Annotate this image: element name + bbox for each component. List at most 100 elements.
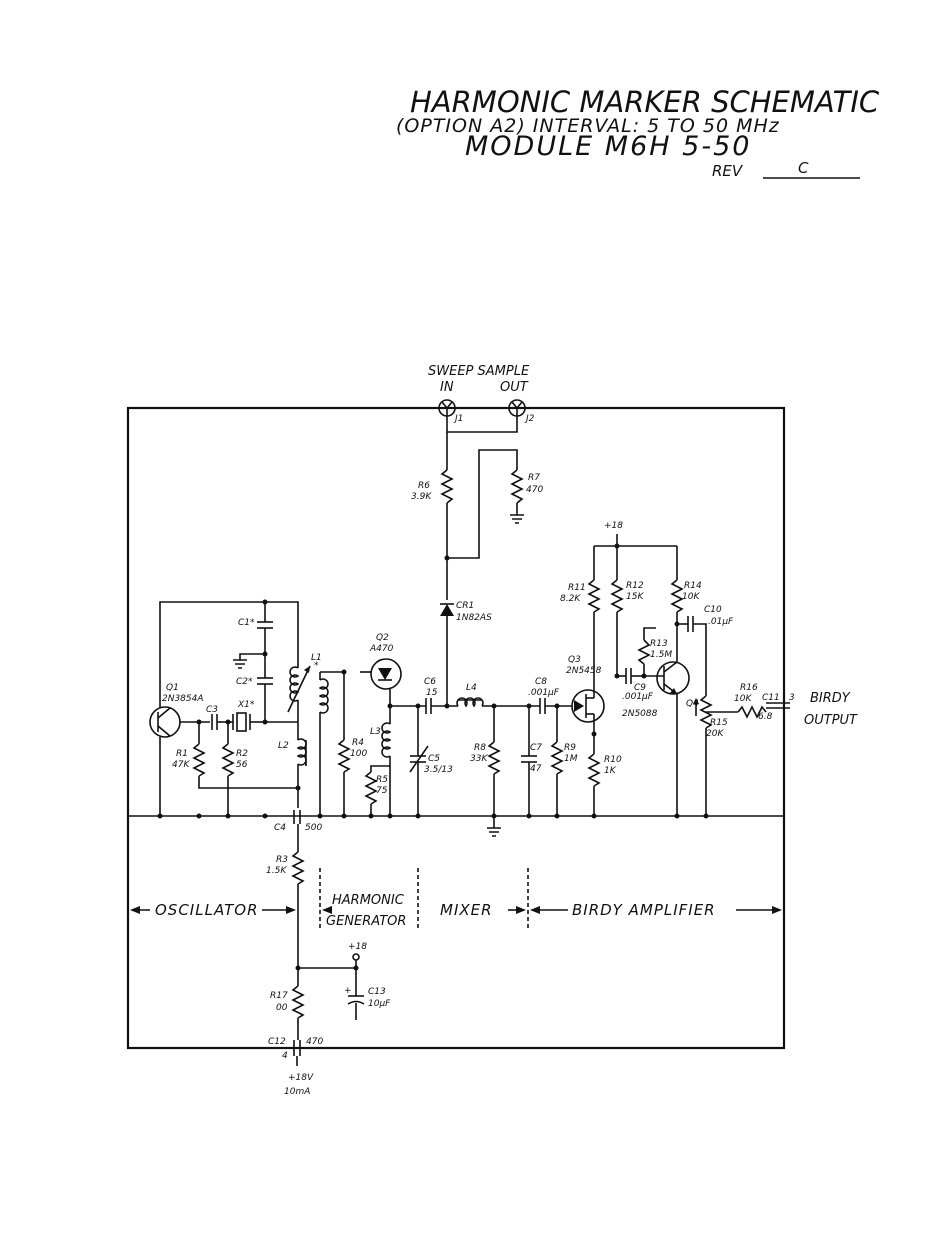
svg-text:Q3: Q3 <box>568 655 581 665</box>
rev-label: REV <box>712 162 744 180</box>
svg-text:C8: C8 <box>535 677 547 687</box>
svg-text:15: 15 <box>426 688 438 698</box>
svg-text:2N3854A: 2N3854A <box>162 694 204 704</box>
l3-inductor-icon <box>381 722 392 758</box>
svg-text:.001μF: .001μF <box>528 688 560 698</box>
title-line-3: MODULE M6H 5-50 <box>465 131 751 162</box>
section-harmonic-1: HARMONIC <box>332 893 405 908</box>
r14-resistor-icon <box>670 579 684 613</box>
q3-fet-icon <box>571 689 605 723</box>
bus-ground-icon <box>487 827 501 837</box>
mixer-section: C6 15 C5 3.5/13 L4 R8 33K C7 47 <box>390 677 542 816</box>
x1-crystal-icon <box>236 712 247 732</box>
svg-text:R8: R8 <box>474 743 486 753</box>
svg-text:2N5458: 2N5458 <box>566 666 602 676</box>
l1-inductor-icon <box>289 666 300 702</box>
plus18-top-label: +18 <box>604 521 623 531</box>
q4-transistor-icon <box>656 661 690 695</box>
sweep-sample-connectors: SWEEP SAMPLE IN OUT J1 J2 <box>428 364 535 433</box>
svg-text:L2: L2 <box>278 741 289 751</box>
svg-text:CR1: CR1 <box>456 601 474 611</box>
r9-resistor-icon <box>550 741 564 775</box>
ground-icon <box>233 659 247 669</box>
svg-text:56: 56 <box>236 760 248 770</box>
svg-text:R16: R16 <box>740 683 758 693</box>
harmonic-generator-section: R4 100 C4 500 Q2 A470 L3 R5 75 <box>274 633 402 833</box>
svg-text:C7: C7 <box>530 743 542 753</box>
section-mixer: MIXER <box>440 901 493 919</box>
svg-text:C9: C9 <box>634 683 646 693</box>
oscillator-section: C1* C2* Q1 2N3854A C3 X1* R <box>149 599 322 816</box>
sweep-sample-heading: SWEEP SAMPLE <box>428 364 530 379</box>
title-block: HARMONIC MARKER SCHEMATIC (OPTION A2) IN… <box>396 85 880 180</box>
svg-text:47K: 47K <box>172 760 190 770</box>
svg-text:*: * <box>314 661 319 671</box>
svg-text:.001μF: .001μF <box>622 692 654 702</box>
svg-text:47: 47 <box>530 764 542 774</box>
svg-text:L1: L1 <box>311 653 322 663</box>
svg-text:1.5M: 1.5M <box>650 650 672 660</box>
svg-text:C6: C6 <box>424 677 436 687</box>
svg-text:8.2K: 8.2K <box>560 594 581 604</box>
j1-label: J1 <box>453 414 463 424</box>
svg-text:Q1: Q1 <box>166 683 179 693</box>
r4-resistor-icon <box>337 739 351 773</box>
svg-text:C13: C13 <box>368 987 386 997</box>
svg-text:00: 00 <box>276 1003 288 1013</box>
svg-text:C10: C10 <box>704 605 722 615</box>
sweep-in-label: IN <box>440 380 454 395</box>
svg-text:75: 75 <box>376 786 388 796</box>
module-border <box>126 406 786 1050</box>
r10-resistor-icon <box>587 753 601 787</box>
svg-text:C4: C4 <box>274 823 286 833</box>
svg-text:C5: C5 <box>428 754 440 764</box>
svg-text:470: 470 <box>306 1037 323 1047</box>
svg-text:R1: R1 <box>176 749 188 759</box>
birdy-output-label: BIRDY <box>810 691 851 706</box>
svg-text:3.5/13: 3.5/13 <box>424 765 453 775</box>
svg-text:R12: R12 <box>626 581 644 591</box>
svg-text:500: 500 <box>305 823 322 833</box>
power-feed: R3 1.5K +18 + C13 10μF R17 00 C12 470 4 … <box>266 824 391 1097</box>
birdy-amplifier-section: C8 .001μF R9 1M Q3 2N5458 R10 1K +18 R11… <box>528 521 858 816</box>
svg-text:1M: 1M <box>564 754 578 764</box>
cr1-diode-icon <box>440 604 454 616</box>
r2-resistor-icon <box>221 743 235 777</box>
svg-text:C11: C11 <box>762 693 780 703</box>
svg-text:R5: R5 <box>376 775 388 785</box>
ground-icon <box>510 514 524 524</box>
svg-text:L3: L3 <box>370 727 381 737</box>
svg-text:R3: R3 <box>276 855 288 865</box>
svg-text:Q2: Q2 <box>376 633 389 643</box>
svg-text:C1*: C1* <box>238 618 255 628</box>
svg-text:10K: 10K <box>682 592 700 602</box>
r5-resistor-icon <box>364 771 378 805</box>
svg-text:R13: R13 <box>650 639 668 649</box>
pin-4-label: 4 <box>282 1051 288 1061</box>
q2-transistor-icon <box>370 658 402 690</box>
svg-text:C12: C12 <box>268 1037 286 1047</box>
plus18-mid-label: +18 <box>348 942 367 952</box>
svg-text:1K: 1K <box>604 766 617 776</box>
svg-text:X1*: X1* <box>237 700 255 710</box>
birdy-output-label-2: OUTPUT <box>804 713 858 728</box>
svg-text:R9: R9 <box>564 743 576 753</box>
svg-text:R10: R10 <box>604 755 622 765</box>
svg-text:L4: L4 <box>466 683 477 693</box>
r11-resistor-icon <box>587 579 601 613</box>
title-line-2: (OPTION A2) INTERVAL: 5 TO 50 MHz <box>396 115 780 137</box>
r13-resistor-icon <box>637 639 651 665</box>
svg-text:2N5088: 2N5088 <box>622 709 658 719</box>
svg-text:R11: R11 <box>568 583 586 593</box>
svg-text:A470: A470 <box>369 644 394 654</box>
supply-current-label: 10mA <box>284 1087 310 1097</box>
svg-text:R7: R7 <box>528 473 540 483</box>
r8-resistor-icon <box>487 741 501 775</box>
l2-inductor-icon <box>296 738 307 766</box>
svg-text:100: 100 <box>350 749 367 759</box>
rev-value: C <box>798 159 809 177</box>
svg-text:1.5K: 1.5K <box>266 866 287 876</box>
section-birdy-amplifier: BIRDY AMPLIFIER <box>572 901 716 919</box>
svg-text:+: + <box>344 986 352 996</box>
